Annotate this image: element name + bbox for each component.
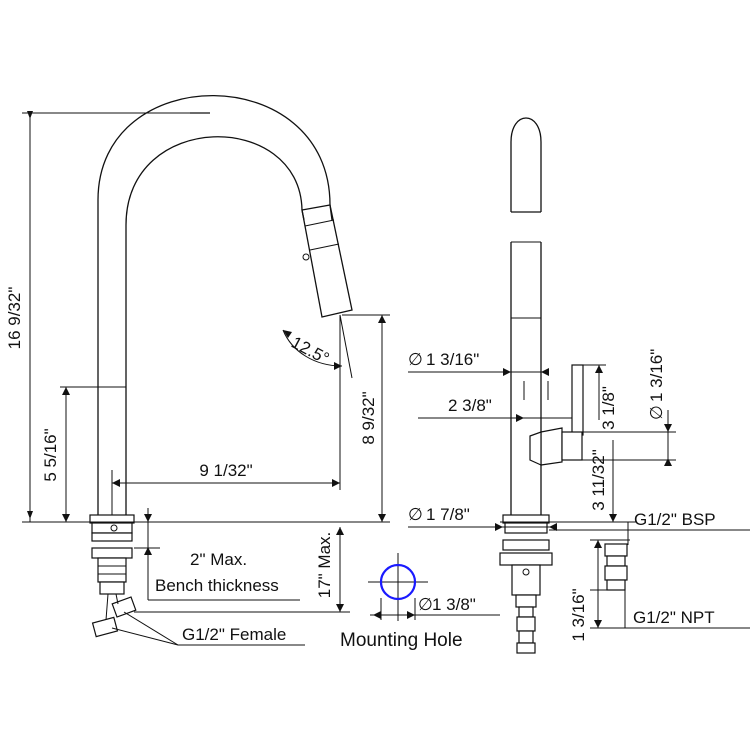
female-thread-label: G1/2" Female [182, 625, 286, 644]
diameter-symbol-hole: ∅ [418, 595, 433, 614]
handle-diameter-label: 1 3/16" [647, 349, 666, 402]
bench-max-label: 2" Max. [190, 550, 247, 569]
base-height-label: 5 5/16" [41, 428, 60, 481]
handle-offset-label: 2 3/8" [448, 396, 492, 415]
connector-detail: 1 3/16" G1/2" NPT [569, 539, 750, 642]
handle-base-height-label: 3 11/32" [589, 449, 608, 511]
bench-thickness-dimension: 2" Max. Bench thickness [134, 508, 300, 601]
hose-length-dimension: 17" Max. [134, 527, 350, 613]
diameter-symbol-shank: ∅ [408, 505, 423, 524]
handle-offset-dimension: 2 3/8" [418, 396, 541, 422]
front-view-faucet [499, 117, 584, 654]
spray-angle-annotation: 12.5° [282, 314, 353, 379]
handle-base-height-dimension: 3 11/32" [589, 440, 617, 522]
mounting-hole-title: Mounting Hole [340, 630, 463, 651]
diameter-symbol-handle: ∅ [647, 405, 666, 420]
body-diameter-dimension: ∅ 1 3/16" [408, 350, 549, 376]
diameter-symbol-body: ∅ [408, 350, 423, 369]
hose-length-label: 17" Max. [315, 532, 334, 599]
bsp-thread-callout: G1/2" BSP [549, 510, 750, 545]
base-height-dimension: 5 5/16" [41, 386, 98, 522]
spout-reach-label: 9 1/32" [199, 461, 252, 480]
outlet-height-dimension: 8 9/32" [342, 314, 390, 522]
handle-height-dimension: 3 1/8" [583, 364, 676, 433]
mounting-hole-circle [379, 563, 417, 601]
mounting-hole-diagram: ∅ 1 3/8" Mounting Hole [340, 553, 500, 651]
spray-angle-label: 12.5° [288, 333, 332, 369]
bsp-thread-label: G1/2" BSP [634, 510, 716, 529]
npt-thread-label: G1/2" NPT [633, 608, 715, 627]
body-diameter-label: 1 3/16" [426, 350, 479, 369]
handle-diameter-dimension: ∅ 1 3/16" [582, 349, 676, 466]
total-height-dimension: 16 9/32" [5, 111, 200, 522]
shank-diameter-dimension: ∅ 1 7/8" [408, 505, 557, 531]
handle-height-label: 3 1/8" [599, 386, 618, 430]
female-thread-callout: G1/2" Female [111, 611, 305, 646]
bench-thickness-label: Bench thickness [155, 576, 279, 595]
total-height-label: 16 9/32" [5, 287, 24, 350]
spout-reach-dimension: 9 1/32" [111, 315, 341, 515]
hole-diameter-label: 1 3/8" [432, 595, 476, 614]
connector-length-label: 1 3/16" [569, 588, 588, 641]
outlet-height-label: 8 9/32" [359, 391, 378, 444]
shank-diameter-label: 1 7/8" [426, 505, 470, 524]
side-view-faucet [89, 95, 353, 638]
